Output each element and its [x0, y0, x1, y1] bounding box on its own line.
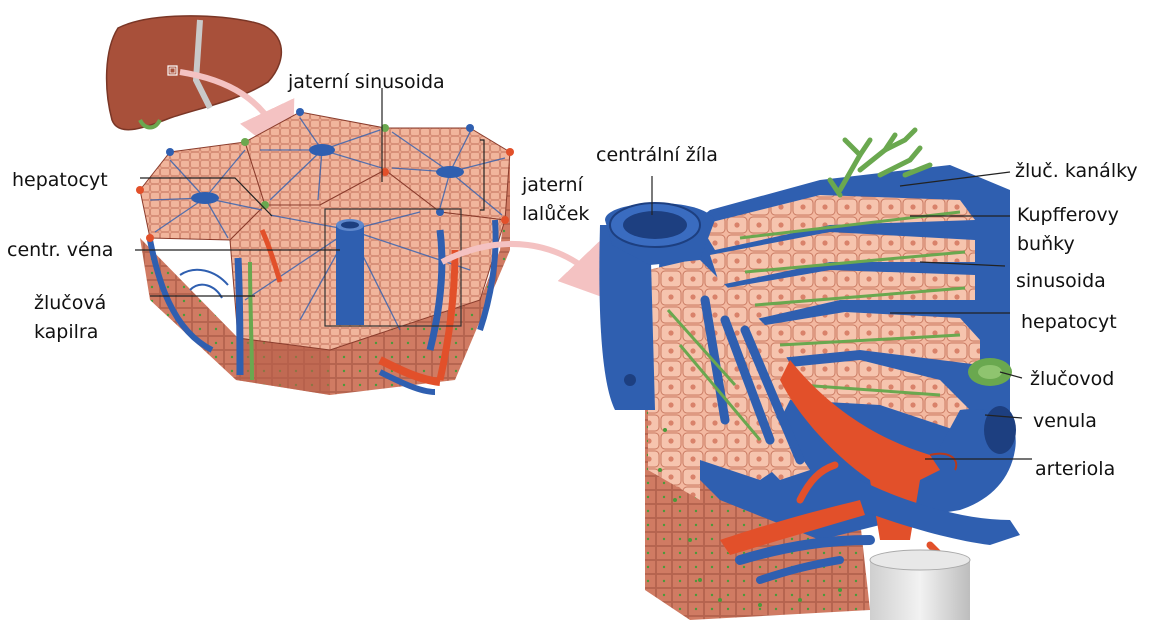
- magnified-view: [599, 130, 1020, 620]
- label-kupfferovy-line2: buňky: [1017, 232, 1075, 256]
- label-centr-vena: centr. véna: [7, 238, 113, 262]
- label-sinusoida: sinusoida: [1016, 269, 1106, 293]
- label-kupfferovy-line1: Kupfferovy: [1017, 203, 1119, 227]
- label-zlucova-kapilra-line1: žlučová: [34, 291, 106, 315]
- label-jaterni-lalucek-line2: lalůček: [522, 202, 589, 226]
- label-hepatocyt-right: hepatocyt: [1021, 310, 1117, 334]
- label-venula: venula: [1033, 409, 1097, 433]
- lobule-block: [136, 108, 514, 395]
- label-zluc-kanalky: žluč. kanálky: [1015, 159, 1138, 183]
- label-arteriola: arteriola: [1035, 457, 1115, 481]
- label-zlucova-kapilra-line2: kapilra: [34, 320, 98, 344]
- label-zlucovod: žlučovod: [1030, 367, 1114, 391]
- label-hepatocyt-left: hepatocyt: [12, 168, 108, 192]
- label-centralni-zila: centrální žíla: [596, 143, 718, 167]
- label-jaterni-sinusoida: jaterní sinusoida: [288, 70, 445, 94]
- label-jaterni-lalucek-line1: jaterní: [522, 173, 583, 197]
